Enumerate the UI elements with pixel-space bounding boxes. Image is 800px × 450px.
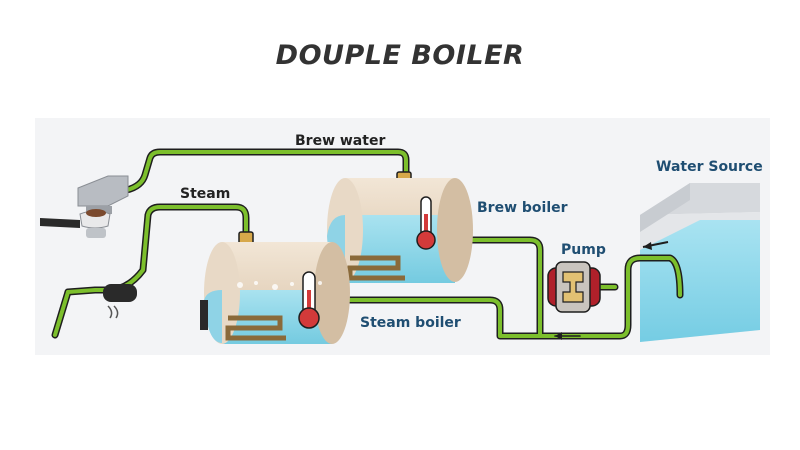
steam-thermometer-icon — [298, 271, 320, 329]
steam-label: Steam — [180, 186, 231, 202]
pump-icon — [547, 261, 601, 313]
group-head-icon — [77, 175, 129, 214]
steam-boiler-tank — [200, 242, 350, 344]
portafilter-icon — [40, 209, 111, 238]
water-source-tank — [640, 183, 760, 342]
steam-wand-icon — [103, 284, 137, 319]
steam-heating-coil-icon — [225, 315, 286, 341]
water-source-label: Water Source — [656, 159, 763, 175]
diagram-title: DOUPLE BOILER — [275, 40, 525, 71]
brew-water-label: Brew water — [295, 133, 386, 149]
brew-boiler-tank — [327, 178, 473, 283]
pump-label: Pump — [561, 242, 606, 258]
brew-thermometer-icon — [416, 196, 436, 250]
brew-boiler-label: Brew boiler — [477, 200, 568, 216]
brew-heating-coil-icon — [347, 255, 405, 281]
steam-boiler-label: Steam boiler — [360, 315, 461, 331]
